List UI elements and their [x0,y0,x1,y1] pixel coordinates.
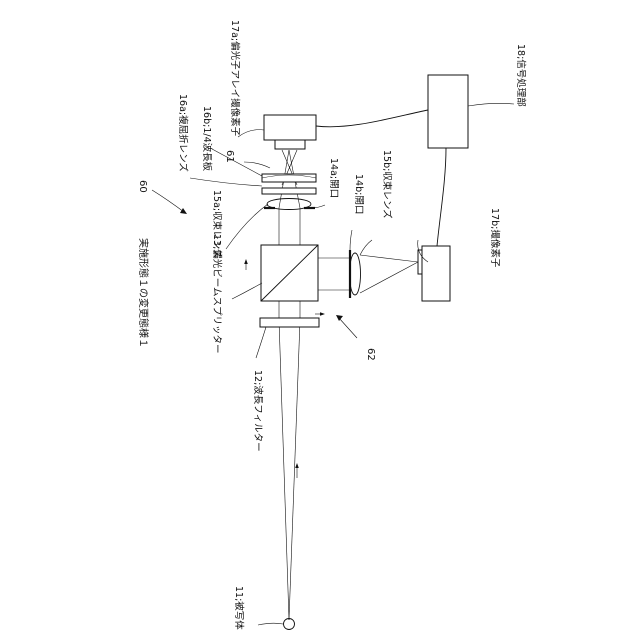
title-variant: 実施形態１の変更態様１ [137,238,150,348]
polarizer-array-image-sensor [264,115,316,149]
label-object: 11;被写体 [233,586,245,630]
converging-lens-15b [350,253,361,295]
quarter-wave-plate [262,188,316,194]
label-quarter-wave-plate: 16b;1/4波長板 [201,106,213,172]
label-lens-a: 15a;収束レンズ [211,190,223,259]
signal-processor [428,75,468,148]
ref-60: 60 [137,180,148,193]
label-aperture-a: 14a;開口 [328,158,339,198]
converging-lens-15a [267,199,311,210]
label-birefringent-lens: 16a;複屈折レンズ [177,94,189,172]
ref-arrowhead-60 [180,208,187,214]
image-sensor [418,246,450,301]
label-signal-processor: 18;信号処理部 [515,44,527,107]
light-rays [279,150,418,620]
label-polarizer-array-sensor: 17a;偏光子アレイ撮像素子 [229,20,241,137]
wavelength-filter [260,318,319,327]
label-aperture-b: 14b;開口 [353,174,364,214]
ref-arrowhead-62 [336,315,343,321]
ref-62: 62 [365,348,376,361]
object-circle [284,619,295,630]
birefringent-lens [262,174,316,182]
label-wavelength-filter: 12;波長フィルター [252,370,264,452]
polarizing-beam-splitter [261,245,318,301]
label-lens-b: 15b;収束レンズ [381,150,393,219]
label-image-sensor: 17b;撮像素子 [489,208,501,268]
ref-61: 61 [224,150,235,163]
